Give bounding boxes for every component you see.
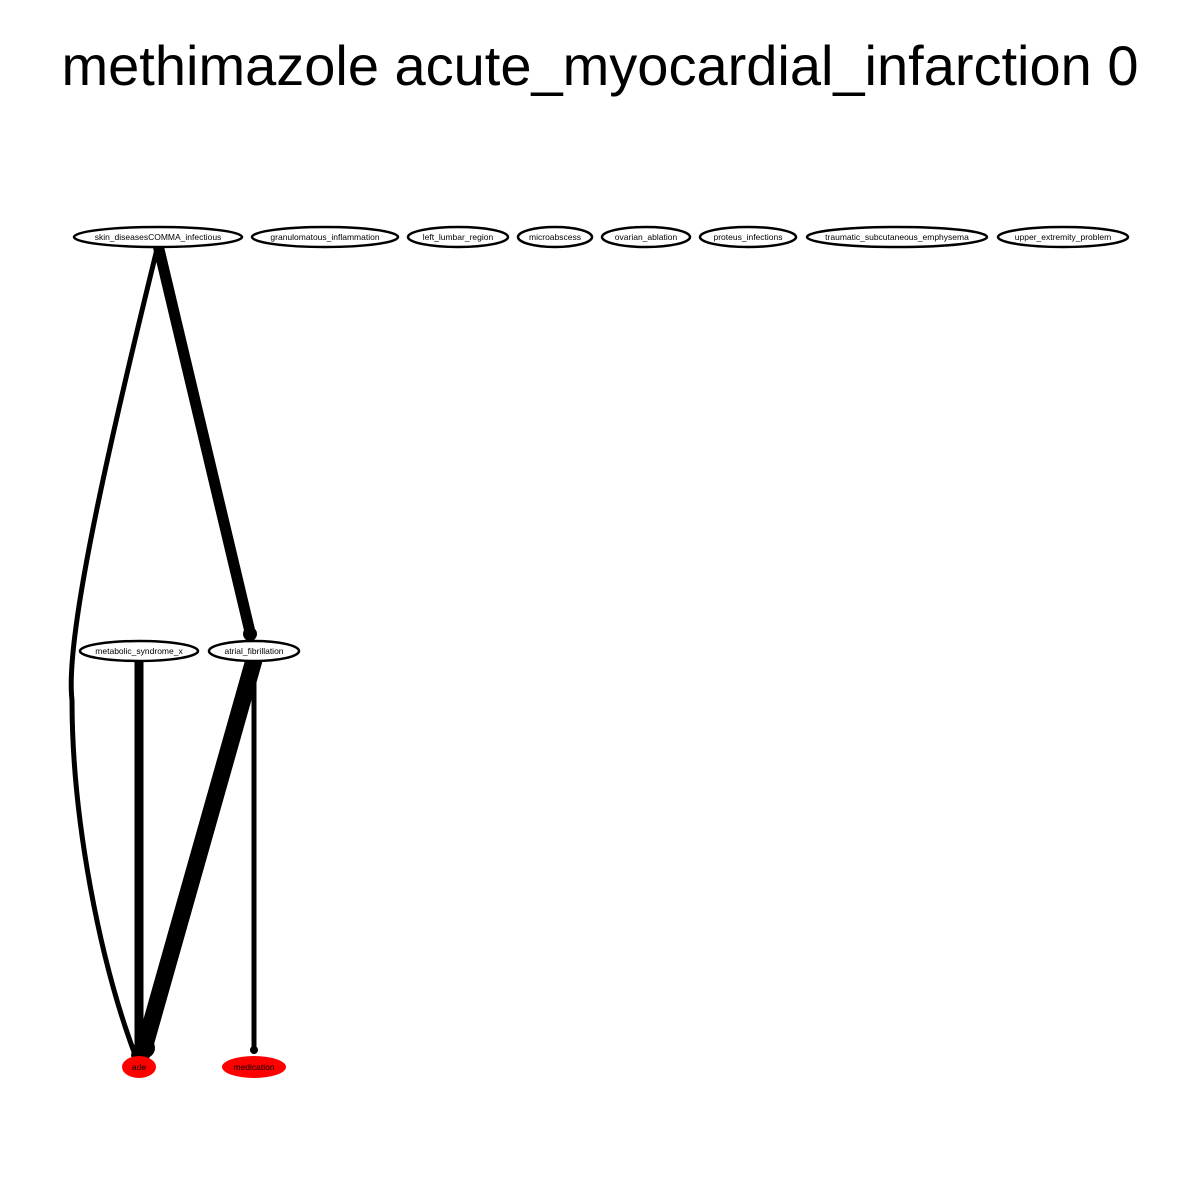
node-label-lumbar: left_lumbar_region: [423, 232, 494, 242]
node-label-ovarian: ovarian_ablation: [615, 232, 678, 242]
node-shape-ade: [122, 1056, 156, 1078]
node-shape-medication: [222, 1056, 286, 1078]
edge-afib-ade: [134, 651, 263, 1061]
node-medication: medication: [222, 1056, 286, 1078]
node-shape-lumbar: [406, 225, 510, 249]
node-shape-ovarian: [600, 225, 692, 249]
edge-arrowhead-afib-ade: [135, 1038, 155, 1058]
node-shape-afib: [207, 639, 301, 663]
node-upper: upper_extremity_problem: [996, 225, 1130, 249]
node-shape-traumatic: [805, 225, 989, 249]
node-traumatic: traumatic_subcutaneous_emphysema: [805, 225, 989, 249]
node-label-skin: skin_diseasesCOMMA_infectious: [95, 232, 222, 242]
node-label-metabolic: metabolic_syndrome_x: [95, 646, 183, 656]
node-ade: ade: [122, 1056, 156, 1078]
node-afib: atrial_fibrillation: [207, 639, 301, 663]
node-label-gran: granulomatous_inflammation: [270, 232, 379, 242]
node-skin: skin_diseasesCOMMA_infectious: [72, 225, 244, 249]
node-ovarian: ovarian_ablation: [600, 225, 692, 249]
edges-layer: [68, 239, 263, 1061]
node-shape-proteus: [698, 225, 798, 249]
node-shape-upper: [996, 225, 1130, 249]
edge-skin-afib: [152, 239, 256, 638]
node-micro: microabscess: [516, 225, 594, 249]
node-label-micro: microabscess: [529, 232, 581, 242]
node-metabolic: metabolic_syndrome_x: [78, 639, 200, 663]
node-shape-skin: [72, 225, 244, 249]
node-label-afib: atrial_fibrillation: [224, 646, 283, 656]
node-label-medication: medication: [233, 1062, 274, 1072]
graph-title: methimazole acute_myocardial_infarction …: [62, 34, 1139, 97]
nodes-layer: skin_diseasesCOMMA_infectious granulomato…: [72, 225, 1130, 1078]
node-lumbar: left_lumbar_region: [406, 225, 510, 249]
node-shape-metabolic: [78, 639, 200, 663]
edge-arrowhead-skin-afib: [243, 627, 257, 641]
node-label-traumatic: traumatic_subcutaneous_emphysema: [825, 232, 969, 242]
node-shape-micro: [516, 225, 594, 249]
edge-arrowhead-afib-medication: [250, 1046, 258, 1054]
node-label-proteus: proteus_infections: [714, 232, 783, 242]
edge-skin-ade: [68, 242, 161, 1055]
node-proteus: proteus_infections: [698, 225, 798, 249]
node-shape-gran: [250, 225, 400, 249]
node-label-ade: ade: [132, 1062, 146, 1072]
node-gran: granulomatous_inflammation: [250, 225, 400, 249]
node-label-upper: upper_extremity_problem: [1015, 232, 1111, 242]
